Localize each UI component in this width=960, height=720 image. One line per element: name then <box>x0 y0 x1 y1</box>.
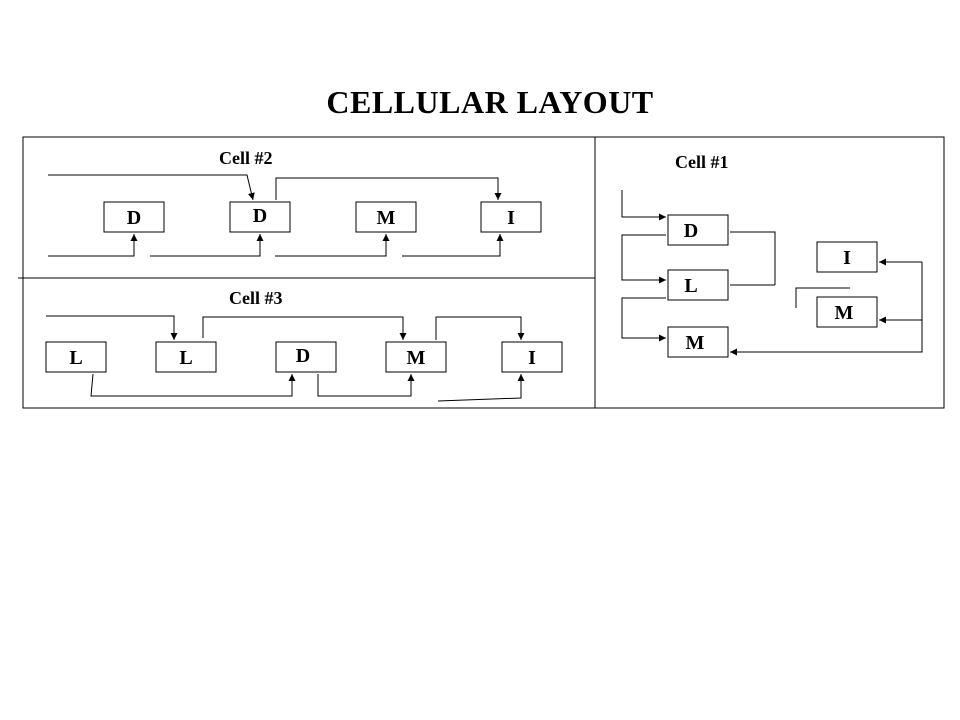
cell1-flow-l-to-m <box>621 297 666 342</box>
diagram-title: CELLULAR LAYOUT <box>326 84 654 120</box>
cell1-flow-in <box>621 190 666 221</box>
svg-text:L: L <box>179 347 192 369</box>
svg-text:I: I <box>843 247 851 269</box>
svg-text:M: M <box>407 347 426 369</box>
cell2-flow-d1-to-d2 <box>150 234 264 257</box>
svg-text:D: D <box>127 207 141 229</box>
cell2-flows <box>48 174 504 257</box>
svg-text:L: L <box>69 347 82 369</box>
cell2-flow-d2-to-i <box>275 177 502 200</box>
cell1-flow-m2-in <box>795 287 850 308</box>
svg-text:D: D <box>684 220 698 242</box>
cell1-machine-2: L <box>667 269 729 301</box>
cell3-flows <box>46 315 525 402</box>
cell3-machine-1: L <box>45 341 107 373</box>
cell1-flow-to-m-return <box>730 290 923 356</box>
svg-text:L: L <box>684 275 697 297</box>
cell2-machine-3: M <box>355 201 417 233</box>
cell1-flow-d-to-l <box>621 234 666 284</box>
svg-text:I: I <box>507 207 515 229</box>
cell1-label: Cell #1 <box>675 152 729 172</box>
cell3-flow-m-to-i-top <box>435 316 525 340</box>
svg-text:M: M <box>377 207 396 229</box>
cell3-machine-5: I <box>501 341 563 373</box>
cell3-machine-4: M <box>385 341 447 373</box>
cell3-label: Cell #3 <box>229 288 283 308</box>
cell2-flow-d2-to-m <box>275 234 390 257</box>
cell2-machine-2: D <box>229 201 291 233</box>
cell3-flow-to-l2 <box>46 315 178 340</box>
cell2-machine-1: D <box>103 201 165 233</box>
cell1-machine-5: M <box>816 296 878 328</box>
cell1-flows <box>621 190 923 356</box>
svg-text:M: M <box>686 332 705 354</box>
cell3-machine-2: L <box>155 341 217 373</box>
cell2-flow-m-to-i <box>402 234 504 257</box>
cell3-flow-l2-to-m <box>202 316 407 340</box>
cell3-flow-d-to-m <box>317 374 415 397</box>
cell1-machine-1: D <box>667 214 729 246</box>
svg-text:D: D <box>296 345 310 367</box>
cell2-machine-4: I <box>480 201 542 233</box>
layout-frame <box>22 136 945 409</box>
cell1-flow-d-out <box>730 231 776 285</box>
cell3-machine-3: D <box>275 341 337 373</box>
cell2-label: Cell #2 <box>219 148 273 168</box>
cell1-machine-4: I <box>816 241 878 273</box>
cell2-flow-in <box>48 174 255 201</box>
svg-text:M: M <box>835 302 854 324</box>
cell2-flow-to-d1 <box>48 234 138 257</box>
svg-text:I: I <box>528 347 536 369</box>
cell1-machine-3: M <box>667 326 729 358</box>
svg-text:D: D <box>253 205 267 227</box>
cell3-flow-m-to-i-bottom <box>437 374 525 402</box>
cell3-flow-l1-to-d <box>90 373 296 397</box>
